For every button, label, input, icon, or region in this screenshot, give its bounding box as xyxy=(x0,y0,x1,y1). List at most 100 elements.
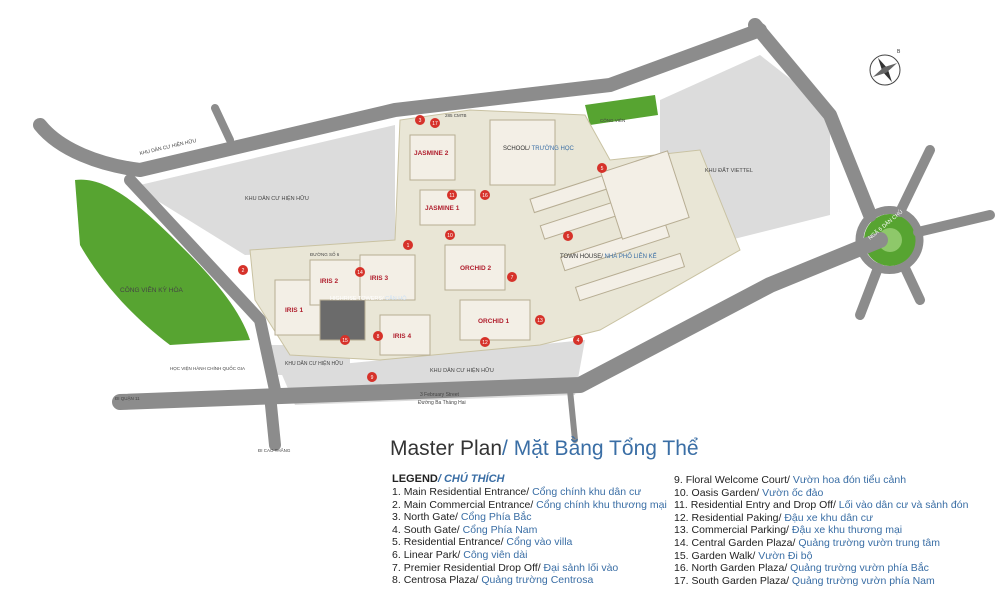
legend-item-vi: Vườn Đi bộ xyxy=(755,549,813,562)
road-top-arc xyxy=(33,23,767,177)
map-marker xyxy=(480,190,490,200)
legend-item: 9. Floral Welcome Court/ Vườn hoa đón ti… xyxy=(674,474,968,487)
legend-item-en: Oasis Garden/ xyxy=(691,486,760,499)
road-roundabout-s xyxy=(855,263,883,320)
jasmine-2-tower xyxy=(409,134,456,181)
townhouse-row-4 xyxy=(574,252,686,302)
legend-item-vi: Quảng trường vườn phía Nam xyxy=(789,574,935,587)
road-top-spur xyxy=(211,104,234,144)
legend-item: 13. Commercial Parking/ Đậu xe khu thươn… xyxy=(674,524,968,537)
legend-item-en: Garden Walk/ xyxy=(691,549,756,562)
label-iris-4: IRIS 4 xyxy=(393,333,411,340)
label-jasmine-2: JASMINE 2 xyxy=(414,150,449,157)
road-bottom-spur-2 xyxy=(567,387,578,443)
legend-item-vi: Cổng vào villa xyxy=(503,536,573,549)
label-orchid-2: ORCHID 2 xyxy=(460,265,491,272)
label-duong-btt-small: Đường Ba Tháng Hai xyxy=(418,400,466,406)
label-viettel: KHU ĐẤT VIETTEL xyxy=(705,167,753,174)
map-marker-number: 5 xyxy=(601,166,604,172)
legend-item-number: 5. xyxy=(392,536,401,549)
label-285: 285 CMTB xyxy=(445,113,467,118)
legend-item-number: 6. xyxy=(392,548,401,561)
legend-item-en: Residential Paking/ xyxy=(691,511,782,524)
road-roundabout-ne xyxy=(895,145,935,217)
map-marker-number: 10 xyxy=(447,233,453,239)
road-roundabout-se xyxy=(900,263,925,305)
legend-heading-vi: / CHÚ THÍCH xyxy=(437,473,505,485)
map-marker-number: 2 xyxy=(242,268,245,274)
ky-hoa-park xyxy=(75,179,250,345)
compass-icon: B xyxy=(869,49,901,86)
legend-item: 7. Premier Residential Drop Off/ Đại sản… xyxy=(392,562,667,575)
label-school-vi: TRƯỜNG HỌC xyxy=(530,145,574,152)
label-cong-vien: CÔNG VIÊN xyxy=(600,116,625,123)
legend-item: 3. North Gate/ Cổng Phía Bắc xyxy=(392,511,667,524)
map-marker xyxy=(447,190,457,200)
map-marker-number: 3 xyxy=(419,118,422,124)
road-roundabout-ring xyxy=(855,206,924,274)
small-park xyxy=(585,95,658,125)
map-marker xyxy=(507,272,517,282)
map-marker xyxy=(445,230,455,240)
school-building xyxy=(489,119,556,186)
map-marker-number: 4 xyxy=(577,338,580,344)
legend-item: 2. Main Commercial Entrance/ Cổng chính … xyxy=(392,499,667,512)
label-orchid-1: ORCHID 1 xyxy=(478,318,509,325)
legend-item-en: South Gate/ xyxy=(403,523,460,536)
road-roundabout-e xyxy=(913,210,995,237)
legend-item-number: 12. xyxy=(674,511,689,524)
map-marker xyxy=(415,115,425,125)
road-left-diagonal xyxy=(124,174,281,396)
map-marker xyxy=(403,240,413,250)
label-school: SCHOOL/ TRƯỜNG HỌC xyxy=(503,145,575,152)
orchid-2-tower xyxy=(444,244,506,291)
map-marker xyxy=(535,315,545,325)
legend-item: 14. Central Garden Plaza/ Quảng trường v… xyxy=(674,537,968,550)
map-marker xyxy=(355,267,365,277)
legend-item-en: North Garden Plaza/ xyxy=(691,562,788,575)
map-marker xyxy=(367,372,377,382)
map-marker-number: 15 xyxy=(342,338,348,344)
legend-item-vi: Công viên dài xyxy=(460,548,528,561)
title-sub: / Mặt Bằng Tổng Thể xyxy=(502,437,699,460)
label-townhouse-vi: NHÀ PHỐ LIÊN KẾ xyxy=(603,252,657,260)
legend-item-number: 13. xyxy=(674,524,689,537)
legend-item-en: Main Commercial Entrance/ xyxy=(403,498,534,511)
legend-item-vi: Cổng chính khu dân cư xyxy=(529,486,642,498)
legend-right-column: 9. Floral Welcome Court/ Vườn hoa đón ti… xyxy=(674,474,968,587)
map-marker-number: 1 xyxy=(407,243,410,249)
legend-heading: LEGEND/ CHÚ THÍCH xyxy=(392,473,504,485)
legend-item-vi: Quảng trường vườn phía Bắc xyxy=(787,562,929,575)
legend-item-number: 17. xyxy=(674,574,689,587)
title-main: Master Plan xyxy=(390,437,503,460)
legend-item: 4. South Gate/ Cổng Phía Nam xyxy=(392,524,667,537)
legend-item-vi: Quảng trường vườn trung tâm xyxy=(795,536,940,549)
label-feb-street: 3 February Street xyxy=(420,392,460,398)
map-marker-number: 12 xyxy=(482,340,488,346)
label-school-en: SCHOOL/ xyxy=(503,146,530,152)
highrise-center xyxy=(319,299,366,341)
legend-item-number: 16. xyxy=(674,562,689,575)
existing-residential-block-top xyxy=(140,125,395,255)
iris-4-tower xyxy=(379,314,431,356)
map-marker-number: 6 xyxy=(567,234,570,240)
map-marker-number: 13 xyxy=(537,318,543,324)
townhouse-row-3 xyxy=(559,222,671,272)
map-marker-number: 17 xyxy=(432,121,438,127)
road-right-avenue xyxy=(748,18,877,222)
legend-item-en: South Garden Plaza/ xyxy=(691,574,790,587)
legend-item-vi: Đại sảnh lối vào xyxy=(540,561,619,574)
legend-item-vi: Đậu xe khu dân cư xyxy=(781,511,874,524)
map-marker xyxy=(238,265,248,275)
legend-item-en: North Gate/ xyxy=(403,511,458,524)
legend-item-en: Commercial Parking/ xyxy=(691,524,789,537)
label-townhouse-en: TOWN HOUSE/ xyxy=(560,254,603,260)
map-marker xyxy=(573,335,583,345)
legend-item-vi: Quảng trường Centrosa xyxy=(478,574,594,587)
legend-item-vi: Vườn ốc đảo xyxy=(759,486,824,499)
label-highrise-en: HIGHRISE TOWERS/ xyxy=(330,296,384,302)
map-marker-number: 7 xyxy=(511,275,514,281)
legend-item: 8. Centrosa Plaza/ Quảng trường Centrosa xyxy=(392,574,667,587)
